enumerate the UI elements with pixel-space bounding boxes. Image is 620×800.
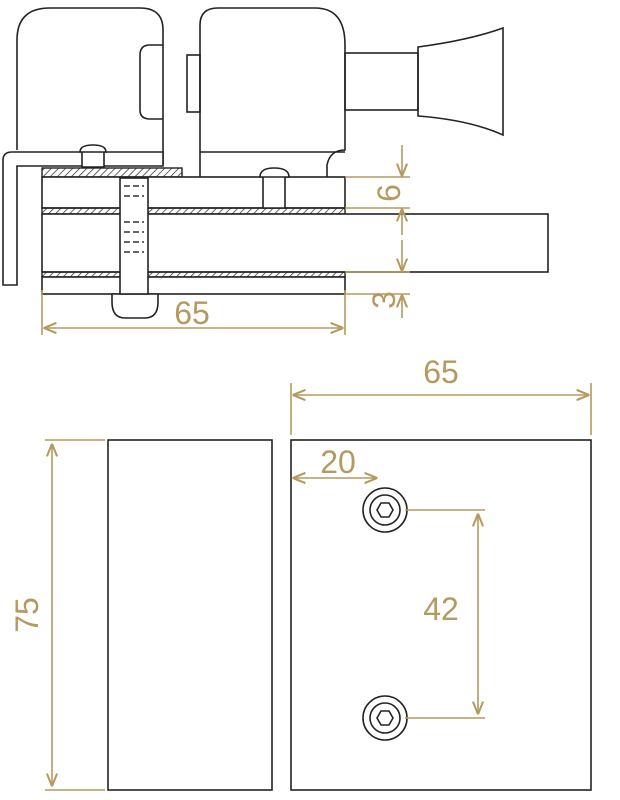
- bolt: [119, 177, 149, 295]
- dim-3: 3: [345, 240, 410, 318]
- small-tab: [186, 54, 201, 113]
- knob-shaft: [344, 52, 419, 111]
- glass-panel: [41, 213, 549, 273]
- dim-65-side: 65: [41, 290, 346, 335]
- dim-75-label: 75: [9, 597, 45, 633]
- dim-6: 6: [345, 145, 410, 235]
- front-plate: [290, 439, 592, 791]
- left-lock-body: [16, 7, 164, 165]
- screw-left: [79, 144, 107, 168]
- dim-65-side-label: 65: [174, 295, 210, 331]
- bolt-head: [111, 293, 159, 319]
- side-view: 6 3 65: [2, 7, 549, 335]
- bolt-threads: [124, 185, 144, 253]
- dim-3-label: 3: [366, 291, 402, 309]
- dim-6-label: 6: [371, 184, 407, 202]
- right-lock-body: [199, 7, 346, 177]
- bottom-bar: [41, 276, 346, 295]
- front-views: 75 65 20 42: [9, 354, 592, 791]
- dim-42-label: 42: [423, 591, 459, 627]
- dim-20-label: 20: [320, 444, 356, 480]
- knob: [417, 26, 504, 137]
- top-bar: [41, 176, 346, 209]
- screw-right: [259, 167, 290, 209]
- screw-hole-bottom: [362, 695, 408, 741]
- top-plate-hatched: [41, 167, 183, 178]
- side-plate: [107, 439, 273, 791]
- bracket: [2, 151, 164, 286]
- top-gasket: [41, 207, 346, 215]
- dim-65-front-label: 65: [423, 354, 459, 390]
- screw-hole-top: [362, 487, 408, 533]
- left-body-notch: [139, 44, 163, 120]
